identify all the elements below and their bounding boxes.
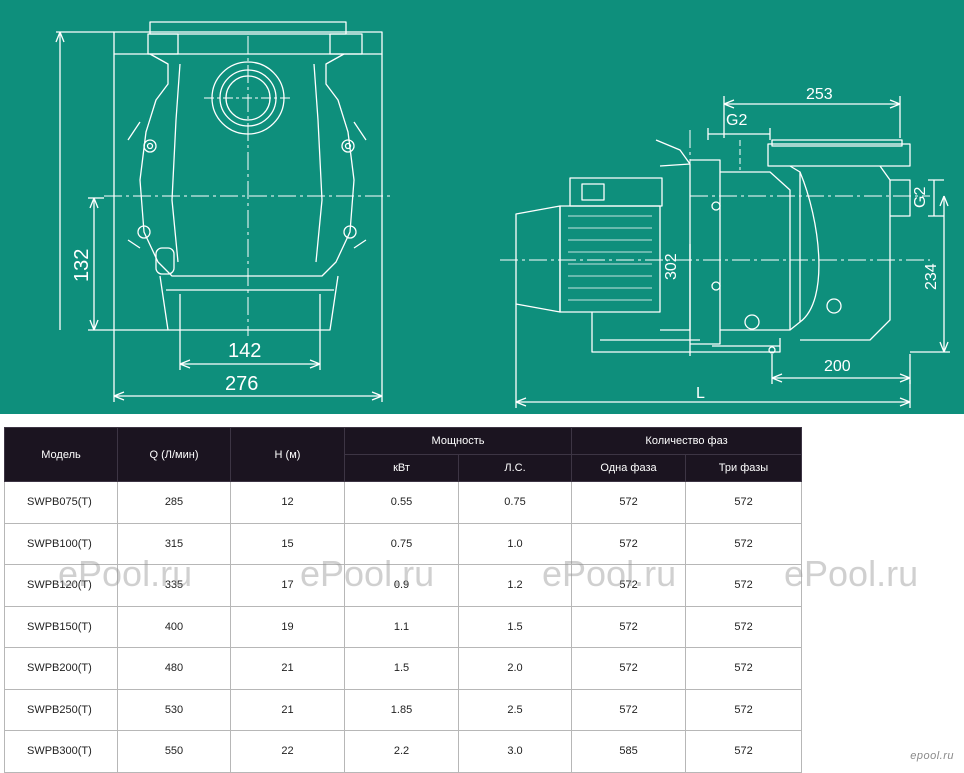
table-cell: 1.5 bbox=[457, 605, 573, 648]
dim-side-inlet-height: 234 bbox=[923, 263, 940, 290]
table-cell: 2.2 bbox=[344, 730, 459, 773]
header-power-hp: Л.С. bbox=[457, 454, 573, 482]
dim-side-height: 302 bbox=[663, 253, 680, 280]
table-cell: 1.5 bbox=[344, 647, 459, 690]
table-cell: 335 bbox=[117, 564, 231, 607]
table-cell: 17 bbox=[230, 564, 345, 607]
table-header-row: Модель Q (Л/мин) Н (м) Мощность Количест… bbox=[4, 427, 803, 482]
table-cell: 572 bbox=[571, 522, 687, 565]
table-cell: 572 bbox=[685, 522, 803, 565]
side-view bbox=[500, 96, 950, 408]
corner-logo: epool.ru bbox=[910, 750, 954, 762]
table-cell: 572 bbox=[685, 605, 803, 648]
table-cell: 315 bbox=[117, 522, 231, 565]
header-head: Н (м) bbox=[230, 427, 345, 482]
table-cell: SWPB150(T) bbox=[4, 605, 118, 648]
table-cell: 0.75 bbox=[457, 481, 573, 524]
header-phases: Количество фаз bbox=[571, 427, 803, 455]
header-power-kw: кВт bbox=[344, 454, 459, 482]
table-cell: 19 bbox=[230, 605, 345, 648]
table-cell: 21 bbox=[230, 688, 345, 731]
table-cell: 0.75 bbox=[344, 522, 459, 565]
dim-side-base: 200 bbox=[824, 358, 851, 375]
table-cell: SWPB120(T) bbox=[4, 564, 118, 607]
table-cell: SWPB075(T) bbox=[4, 481, 118, 524]
table-cell: 530 bbox=[117, 688, 231, 731]
table-cell: 0.55 bbox=[344, 481, 459, 524]
table-subheader-row: кВт Л.С. Одна фаза Три фазы bbox=[5, 454, 803, 482]
table-cell: 21 bbox=[230, 647, 345, 690]
dim-front-base: 142 bbox=[228, 340, 262, 362]
pump-drawing-svg bbox=[55, 21, 950, 408]
dim-side-outlet: G2 bbox=[912, 186, 929, 208]
header-flow: Q (Л/мин) bbox=[117, 427, 231, 482]
front-view bbox=[55, 21, 394, 402]
dim-front-width: 276 bbox=[225, 373, 259, 395]
dim-side-length-top: 253 bbox=[806, 86, 833, 103]
header-power: Мощность bbox=[343, 427, 573, 455]
table-cell: 572 bbox=[685, 688, 803, 731]
table-cell: 572 bbox=[685, 730, 803, 773]
table-cell: 22 bbox=[230, 730, 345, 773]
table-cell: 572 bbox=[685, 647, 803, 690]
table-cell: 400 bbox=[117, 605, 231, 648]
dim-side-inlet: G2 bbox=[726, 112, 748, 129]
spec-table: Модель Q (Л/мин) Н (м) Мощность Количест… bbox=[4, 427, 803, 773]
table-cell: 285 bbox=[117, 481, 231, 524]
table-cell: 1.2 bbox=[457, 564, 573, 607]
table-cell: 480 bbox=[117, 647, 231, 690]
dim-front-height: 132 bbox=[71, 248, 93, 282]
watermark-text: ePool.ru bbox=[784, 553, 919, 594]
table-cell: 572 bbox=[571, 481, 687, 524]
table-cell: SWPB250(T) bbox=[4, 688, 118, 731]
technical-drawing: 132 142 276 253 G2 G2 302 234 200 L bbox=[0, 0, 964, 414]
table-cell: 2.5 bbox=[457, 688, 573, 731]
header-three-phase: Три фазы bbox=[685, 454, 803, 482]
table-cell: 12 bbox=[230, 481, 345, 524]
table-cell: 572 bbox=[685, 481, 803, 524]
table-cell: 585 bbox=[571, 730, 687, 773]
table-cell: 2.0 bbox=[457, 647, 573, 690]
table-cell: 1.1 bbox=[344, 605, 459, 648]
table-cell: 550 bbox=[117, 730, 231, 773]
table-cell: 0.9 bbox=[344, 564, 459, 607]
table-cell: SWPB100(T) bbox=[4, 522, 118, 565]
table-cell: 572 bbox=[571, 688, 687, 731]
table-cell: 15 bbox=[230, 522, 345, 565]
table-cell: 3.0 bbox=[457, 730, 573, 773]
table-cell: 1.0 bbox=[457, 522, 573, 565]
header-single-phase: Одна фаза bbox=[571, 454, 687, 482]
table-cell: SWPB300(T) bbox=[4, 730, 118, 773]
table-cell: 572 bbox=[685, 564, 803, 607]
header-model: Модель bbox=[4, 427, 118, 482]
dim-side-total: L bbox=[696, 385, 705, 402]
table-cell: 572 bbox=[571, 605, 687, 648]
table-cell: SWPB200(T) bbox=[4, 647, 118, 690]
table-cell: 572 bbox=[571, 564, 687, 607]
table-cell: 572 bbox=[571, 647, 687, 690]
table-cell: 1.85 bbox=[344, 688, 459, 731]
